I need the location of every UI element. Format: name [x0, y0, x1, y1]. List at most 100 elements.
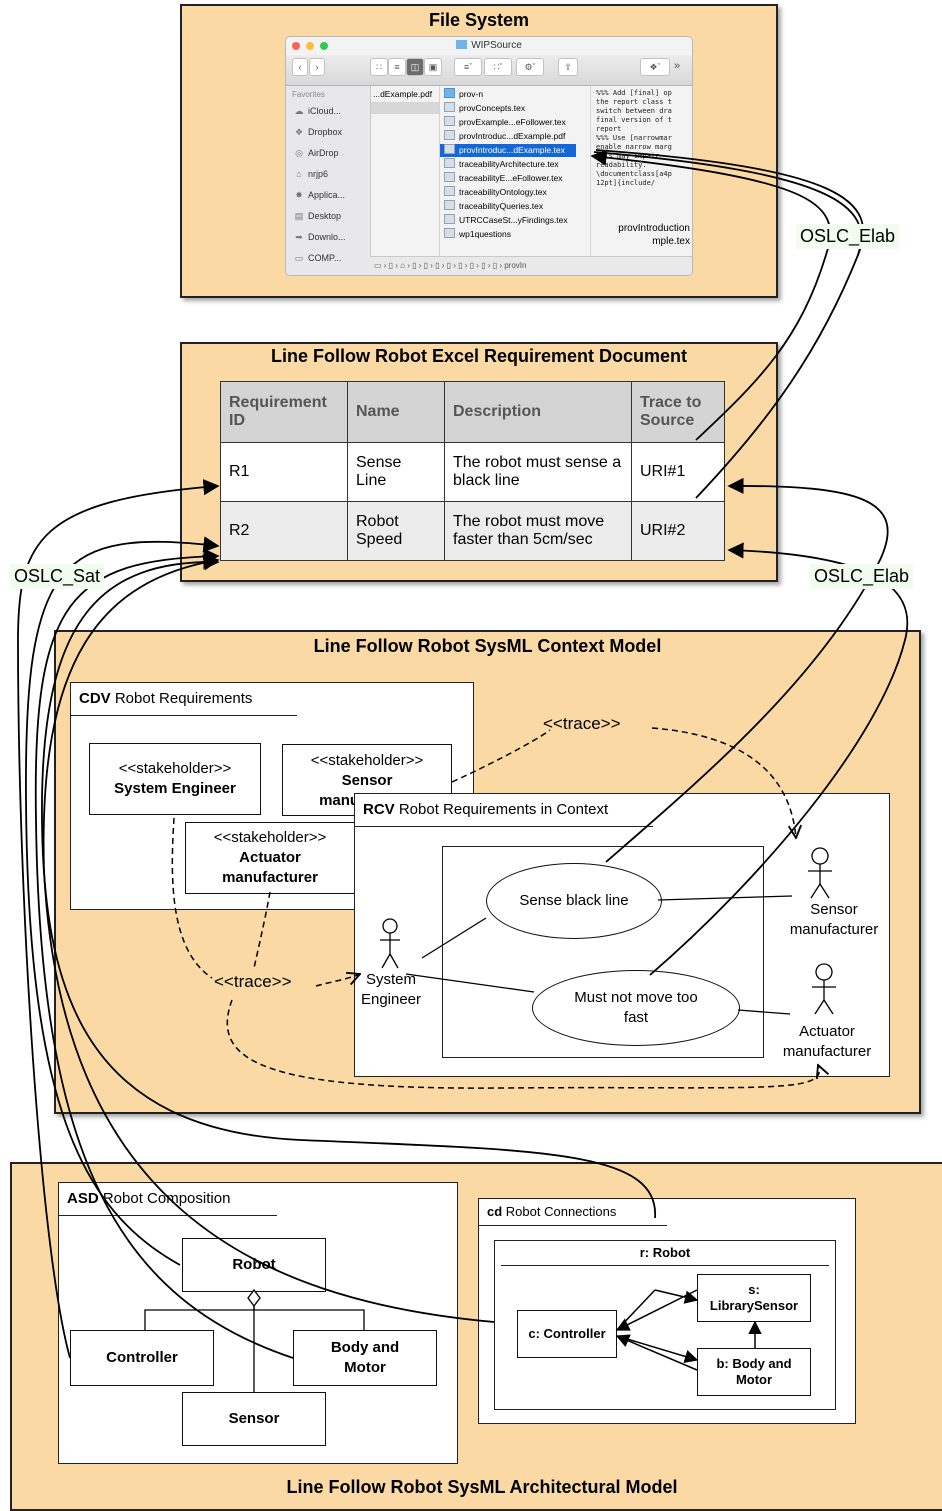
cloud-icon: ☁ [294, 106, 304, 116]
path-bar[interactable]: ▭ › ▯ › ⌂ › ▯ › ▯ › ▯ › ▯ › ▯ › ▯ › ▯ › … [370, 256, 692, 275]
asd-frame-tab: ASD Robot Composition [59, 1183, 277, 1216]
file-preview-text: %%% Add [final] op the report class t sw… [596, 89, 672, 187]
list-view-button[interactable]: ≡ [388, 58, 406, 76]
sidebar-item-dropbox[interactable]: ❖Dropbox [292, 127, 342, 138]
close-window-button[interactable] [292, 42, 300, 50]
cell-id: R2 [220, 501, 348, 561]
cell-description: The robot must move faster than 5cm/sec [444, 501, 632, 561]
trace-dependency [226, 999, 819, 1089]
file-row[interactable]: traceabilityE...eFollower.tex [444, 172, 562, 185]
header-trace-to-source: Trace to Source [631, 381, 725, 443]
file-name: traceabilityOntology.tex [459, 187, 547, 197]
block-sensor: Sensor [182, 1392, 326, 1446]
oslc-sat-link [25, 536, 220, 1266]
file-row[interactable]: wp1questions [444, 228, 511, 241]
oslc-elab-link [649, 542, 909, 976]
file-name: wp1questions [459, 229, 511, 239]
preview-filename-line: mple.tex [652, 236, 690, 247]
file-row[interactable]: provExample...eFollower.tex [444, 116, 566, 129]
oslc-sat-label: OSLC_Sat [10, 564, 105, 589]
association [737, 1009, 791, 1015]
file-name: provIntroduc...dExample.pdf [459, 131, 566, 141]
more-icon[interactable]: » [674, 60, 681, 72]
oslc-elab-link [590, 149, 831, 441]
file-row[interactable]: traceabilityQueries.tex [444, 200, 543, 213]
actor-system-engineer-label: System Engineer [360, 971, 422, 1008]
group-button[interactable]: ∷ˇ [484, 58, 512, 76]
stakeholder-name: Actuator manufacturer [222, 849, 318, 886]
file-row[interactable]: prov-n [444, 88, 483, 101]
minimize-window-button[interactable] [306, 42, 314, 50]
sidebar-item-computer[interactable]: ▭COMP... [292, 253, 342, 264]
sidebar-item-desktop[interactable]: ▤Desktop [292, 211, 341, 222]
tex-file-icon [444, 158, 455, 168]
cd-frame-tab: cd Robot Connections [479, 1199, 667, 1226]
frame-keyword: cd [487, 1204, 503, 1219]
file-row[interactable]: traceabilityOntology.tex [444, 186, 547, 199]
finder-toolbar: ‹ › ∷ ≡ ◫ ▣ ≡ˇ ∷ˇ ⚙ˇ ⇧ ❖ˇ » [286, 55, 692, 86]
actor-system-engineer-icon [380, 918, 400, 969]
file-row[interactable]: provConcepts.tex [444, 102, 525, 115]
tex-file-icon [444, 200, 455, 210]
trace-label-top: <<trace>> [543, 714, 621, 734]
file-row[interactable]: traceabilityArchitecture.tex [444, 158, 559, 171]
selected-folder-row[interactable] [371, 102, 439, 114]
frame-keyword: RCV [363, 801, 395, 818]
part-library-sensor: s: LibrarySensor [697, 1274, 811, 1322]
block-label: Body and Motor [330, 1339, 400, 1376]
sidebar-label: nrjp6 [308, 169, 329, 179]
cover-flow-button[interactable]: ▣ [424, 58, 442, 76]
requirements-title: Line Follow Robot Excel Requirement Docu… [270, 346, 688, 366]
dropbox-icon[interactable]: ❖ˇ [640, 58, 670, 76]
gear-icon[interactable]: ⚙ˇ [516, 58, 544, 76]
trace-dependency [171, 817, 213, 979]
tex-file-icon [444, 102, 455, 112]
actor-actuator-manufacturer-icon [812, 963, 836, 1015]
sidebar-item-airdrop[interactable]: ◎AirDrop [292, 148, 338, 159]
oslc-sat-link [34, 548, 294, 1359]
finder-sidebar: Favorites ☁iCloud... ❖Dropbox ◎AirDrop ⌂… [286, 86, 371, 275]
file-row[interactable]: UTRCCaseSt...yFindings.tex [444, 214, 568, 227]
usecase-must-not-move-too-fast: Must not move too fast [532, 970, 740, 1046]
column-item[interactable]: ...dExample.pdf [373, 89, 433, 99]
sidebar-label: Desktop [308, 211, 342, 221]
header-name: Name [347, 381, 445, 443]
part-label: b: Body and Motor [716, 1356, 792, 1387]
preview-filename: provIntroduction mple.tex [596, 222, 690, 248]
trace-label-bottom: <<trace>> [214, 972, 292, 992]
column-view-button[interactable]: ◫ [406, 58, 424, 76]
forward-button[interactable]: › [309, 58, 325, 76]
tex-file-icon [444, 228, 455, 238]
folder-icon [444, 88, 455, 98]
frame-keyword: CDV [79, 690, 111, 707]
table-header-row: Requirement ID Name Description Trace to… [220, 381, 725, 443]
sidebar-item-icloud[interactable]: ☁iCloud... [292, 106, 342, 117]
zoom-window-button[interactable] [320, 42, 328, 50]
frame-name: Robot Composition [102, 1190, 231, 1207]
sidebar-item-downloads[interactable]: ➥Downlo... [292, 232, 345, 243]
cell-name: Sense Line [347, 442, 445, 502]
preview-filename-line: provIntroduction [618, 223, 690, 234]
usecase-label: Must not move too fast [574, 989, 698, 1026]
trace-dependency [315, 974, 360, 987]
file-row[interactable]: provIntroduc...dExample.pdf [444, 130, 565, 143]
icon-view-button[interactable]: ∷ [370, 58, 388, 76]
composition-tree [144, 1288, 365, 1392]
pdf-file-icon [444, 130, 455, 140]
airdrop-icon: ◎ [295, 148, 303, 158]
frame-name: Robot Connections [505, 1204, 617, 1219]
sidebar-item-applications[interactable]: ✸Applica... [292, 190, 345, 201]
sidebar-label: COMP... [308, 253, 342, 263]
arrange-button[interactable]: ≡ˇ [454, 58, 482, 76]
usecase-label: Sense black line [519, 892, 629, 909]
finder-column-1: ...dExample.pdf [371, 86, 440, 257]
home-icon: ⌂ [296, 169, 302, 179]
rcv-frame-tab: RCV Robot Requirements in Context [355, 794, 653, 827]
back-button[interactable]: ‹ [292, 58, 308, 76]
share-icon[interactable]: ⇧ [558, 58, 578, 76]
actor-actuator-manufacturer-label: Actuator manufacturer [782, 1023, 872, 1060]
file-row-selected[interactable]: provIntroduc...dExample.tex [440, 144, 576, 157]
tex-file-icon [444, 116, 455, 126]
sidebar-item-home[interactable]: ⌂ nrjp6 [292, 169, 328, 179]
